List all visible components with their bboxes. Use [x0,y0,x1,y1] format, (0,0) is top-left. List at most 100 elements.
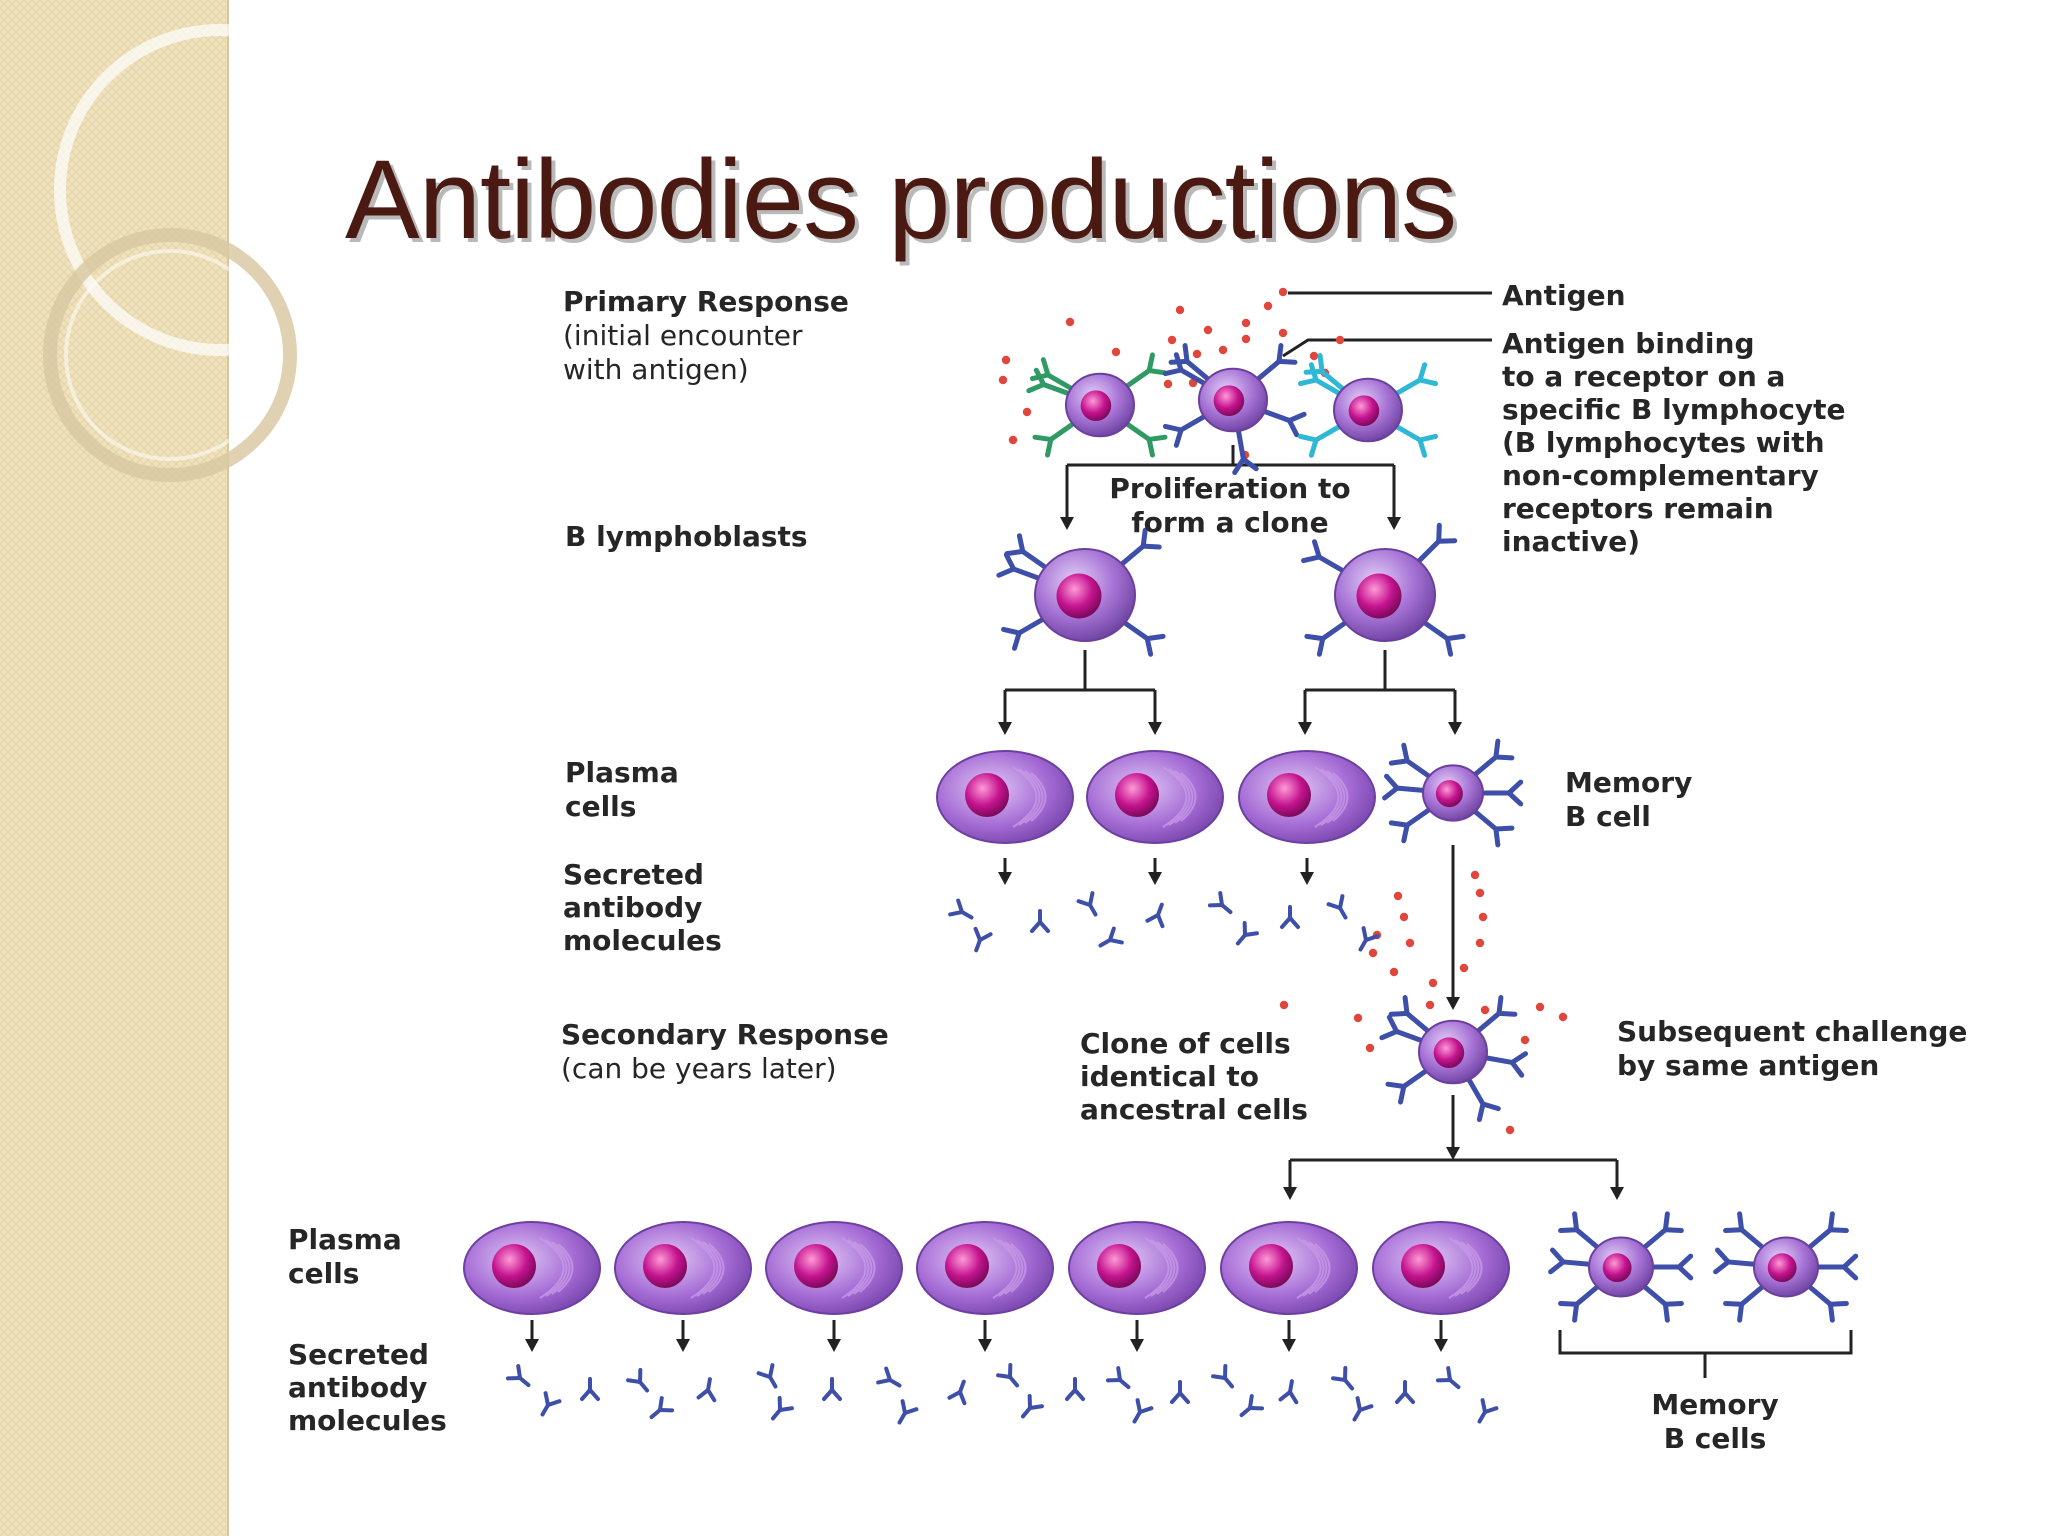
secondary-plasma-cell-7 [1372,1221,1510,1315]
binding-line-3: specific B lymphocyte [1502,393,1846,426]
antibody-molecule [1211,1363,1241,1394]
er-stripe [696,1239,719,1297]
plasma-cell-2 [1086,750,1224,844]
antigen-dot [1405,938,1415,948]
nucleus [1435,780,1463,808]
antibody-molecule [1014,1393,1044,1424]
antibody-molecule [756,1363,785,1393]
er-stripe [853,1241,873,1295]
er-stripe [1162,1243,1179,1293]
antibody-molecule [1229,920,1259,951]
nucleus [1602,1253,1632,1283]
receptor [1478,1051,1529,1078]
reactivated-memory-cell [1379,995,1529,1123]
b-cell-green [1026,352,1168,458]
antigen-dot [1475,888,1485,898]
nucleus [1080,390,1112,421]
antigen-dot [1001,355,1011,365]
nucleus [1097,1244,1141,1288]
nucleus [1249,1244,1293,1288]
er-stripe [1466,1243,1483,1293]
antigen-dot [1192,349,1202,359]
er-stripe [1460,1241,1480,1295]
antibody-molecule [1470,1398,1499,1428]
antigen-dot [1475,938,1485,948]
receptor [1713,1247,1762,1275]
memory-b-cell [1382,738,1524,848]
receptor [1390,362,1439,399]
lymphoblast-left-fork-arrow-right [1148,690,1162,735]
er-stripe [859,1243,876,1293]
memory-to-secondary-arrow [1446,845,1460,1010]
antigen-dot [1263,301,1273,311]
secretion-arrow-3 [1300,858,1314,885]
antibody-molecule [1170,1380,1190,1404]
secondary-arrow-right [1610,1160,1624,1200]
secreted-line-3: molecules [563,924,722,957]
primary-heading: Primary Response [563,285,849,318]
clone-line-1: Clone of cells [1080,1027,1291,1060]
antigen-dot [1480,1005,1490,1015]
secondary-memory-cell-1 [1548,1211,1694,1323]
er-stripe [1144,1237,1170,1299]
er-stripe [1162,766,1188,828]
primary-response-label: Primary Response (initial encounter with… [563,285,849,387]
b-lymphoblasts-label: B lymphoblasts [565,520,808,553]
cells [463,343,1859,1323]
antibody-molecule [644,1396,675,1426]
lymphoblast-right-fork-arrow-right [1448,690,1462,735]
er-stripe [998,1239,1021,1297]
receptor [1810,1253,1859,1281]
antigen-dot [1203,325,1213,335]
lymphoblast-right-fork-arrow-left [1298,690,1312,735]
memory-cells-line-2: B cells [1663,1422,1767,1455]
secreted2-line-2: antibody [288,1371,428,1404]
antigen-particles [998,287,1568,1135]
antigen-dot [1278,328,1288,338]
antibody-molecule [1125,1398,1154,1428]
nucleus [492,1244,536,1288]
secondary-plasma-cell-2 [614,1221,752,1315]
antigen-dot [1241,334,1251,344]
antigen-dot [1065,317,1075,327]
antigen-dot [1163,379,1173,389]
antibody-molecule [1278,1377,1302,1405]
b-lymphoblast-right [1301,522,1466,657]
receptor [1548,1247,1597,1275]
antigen-dot [1278,287,1288,297]
receptor [1645,1253,1694,1281]
antibody-molecule [1395,1380,1415,1404]
secreted-line-2: antibody [563,891,703,924]
er-stripe [992,1237,1018,1299]
secreted2-line-3: molecules [288,1404,447,1437]
er-stripe [1308,1241,1328,1295]
secretion-arrow-1 [998,858,1012,885]
nucleus [1213,385,1245,416]
secondary-response-label: Secondary Response (can be years later) [561,1018,889,1086]
antigen-dot [1279,1000,1289,1010]
proliferation-fork-arrow-right [1387,465,1401,530]
receptor [1257,407,1307,438]
antigen-dot [1022,407,1032,417]
antibody-molecule [1065,1377,1085,1401]
binding-line-4: (B lymphocytes with [1502,426,1825,459]
antigen-dot [1167,335,1177,345]
antigen-dot [1393,891,1403,901]
er-stripe [708,1243,725,1293]
secretion-arrow-2 [1148,858,1162,885]
antibody-molecule [696,1375,720,1403]
antibody-molecule [996,1362,1026,1393]
antibody-molecule [505,1364,536,1394]
er-stripe [1302,1239,1325,1297]
memory-line-2: B cell [1565,800,1651,833]
memory-line-1: Memory [1565,766,1693,799]
b-cell-cyan [1297,353,1439,458]
antigen-dot [1425,1000,1435,1010]
nucleus [965,773,1009,817]
antibody-molecule [533,1391,562,1421]
secondary-secretion-arrow-3 [827,1320,841,1352]
secondary-stem-arrow [1446,1095,1460,1160]
decor-ring-large [54,24,386,356]
antigen-dot [1335,335,1345,345]
er-stripe [1454,1239,1477,1297]
